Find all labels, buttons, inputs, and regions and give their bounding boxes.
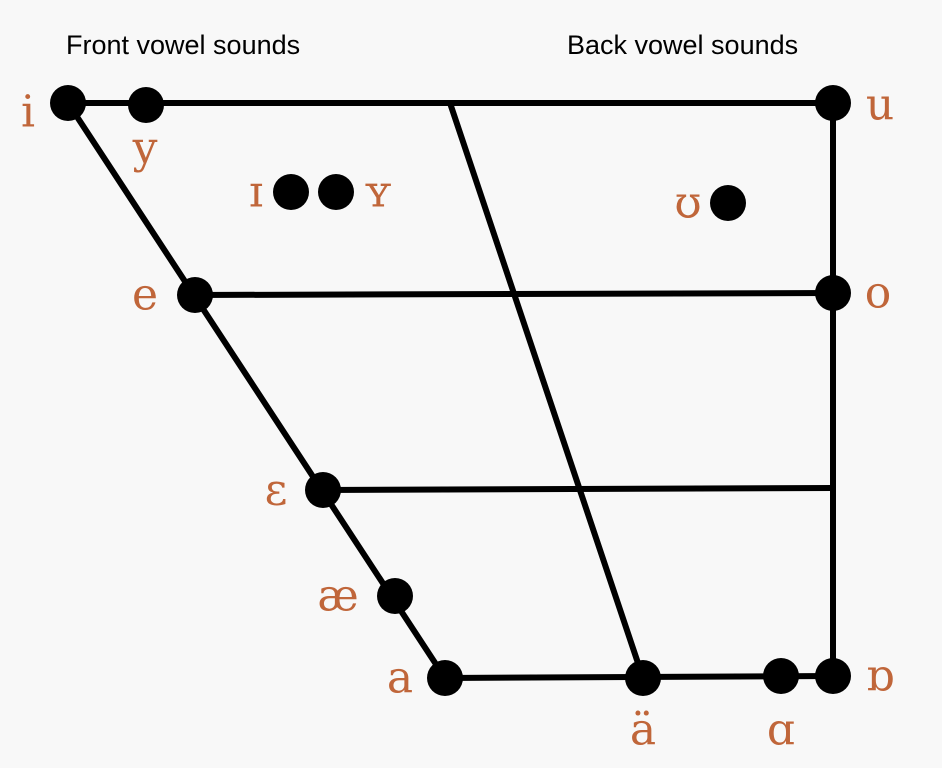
vowel-dot-ash	[377, 578, 413, 614]
left-edge	[65, 100, 448, 681]
vowel-label-o: o	[865, 268, 892, 319]
vowel-label-i: i	[21, 87, 35, 138]
vowel-label-turned-alpha: ɒ	[866, 651, 894, 702]
vowel-dot-small-y	[318, 174, 354, 210]
vowel-dot-i	[50, 85, 86, 121]
vowel-label-upsilon: ʊ	[674, 178, 701, 229]
vowel-dot-a	[427, 660, 463, 696]
vowel-dot-upsilon	[710, 185, 746, 221]
vowel-dot-turned-alpha	[815, 658, 851, 694]
vowel-dot-a-umlaut	[625, 660, 661, 696]
back-vowels-header: Back vowel sounds	[567, 30, 798, 60]
vowel-dot-small-i	[273, 174, 309, 210]
vowel-label-y: y	[132, 123, 158, 174]
vowel-label-u: u	[866, 80, 894, 131]
vowel-dot-alpha	[763, 658, 799, 694]
vowel-dot-e	[177, 277, 213, 313]
vowel-label-a: a	[387, 653, 413, 704]
vowel-label-epsilon: ɛ	[265, 465, 288, 516]
vowel-label-e: e	[132, 270, 158, 321]
vowel-label-ash: æ	[317, 571, 358, 622]
vowel-dot-epsilon	[305, 472, 341, 508]
vowel-dot-o	[815, 275, 851, 311]
central-line	[447, 100, 646, 681]
vowel-dot-u	[815, 85, 851, 121]
vowel-label-small-y: ʏ	[364, 167, 393, 218]
vowel-label-small-i: ɪ	[249, 167, 263, 218]
vowel-dot-y	[128, 87, 164, 123]
front-vowels-header: Front vowel sounds	[66, 30, 300, 60]
vowel-label-a-umlaut: ä	[630, 705, 656, 756]
vowel-label-alpha: ɑ	[767, 705, 795, 756]
